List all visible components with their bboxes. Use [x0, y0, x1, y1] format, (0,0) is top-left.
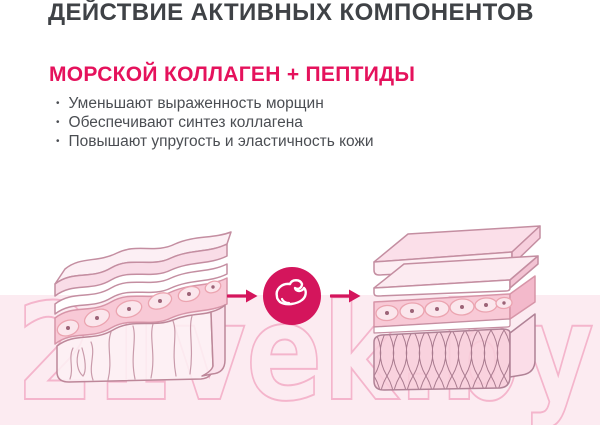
benefit-item: Повышают упругость и эластичность кожи: [56, 132, 374, 151]
section-title: МОРСКОЙ КОЛЛАГЕН + ПЕПТИДЫ: [49, 63, 416, 86]
badge-circle: [263, 267, 321, 325]
skin-smooth-illustration: [373, 225, 541, 391]
arrow-right-icon: [227, 289, 258, 303]
collagen-badge: [263, 267, 321, 325]
benefits-list: Уменьшают выраженность морщин Обеспечива…: [56, 94, 374, 151]
arrow-right-icon: [330, 289, 361, 303]
collagen-molecule-icon: [275, 279, 307, 306]
benefit-item: Обеспечивают синтез коллагена: [56, 113, 374, 132]
benefit-item: Уменьшают выраженность морщин: [56, 94, 374, 113]
skin-wrinkled-illustration: [54, 231, 232, 383]
page-title: ДЕЙСТВИЕ АКТИВНЫХ КОМПОНЕНТОВ: [48, 0, 534, 26]
